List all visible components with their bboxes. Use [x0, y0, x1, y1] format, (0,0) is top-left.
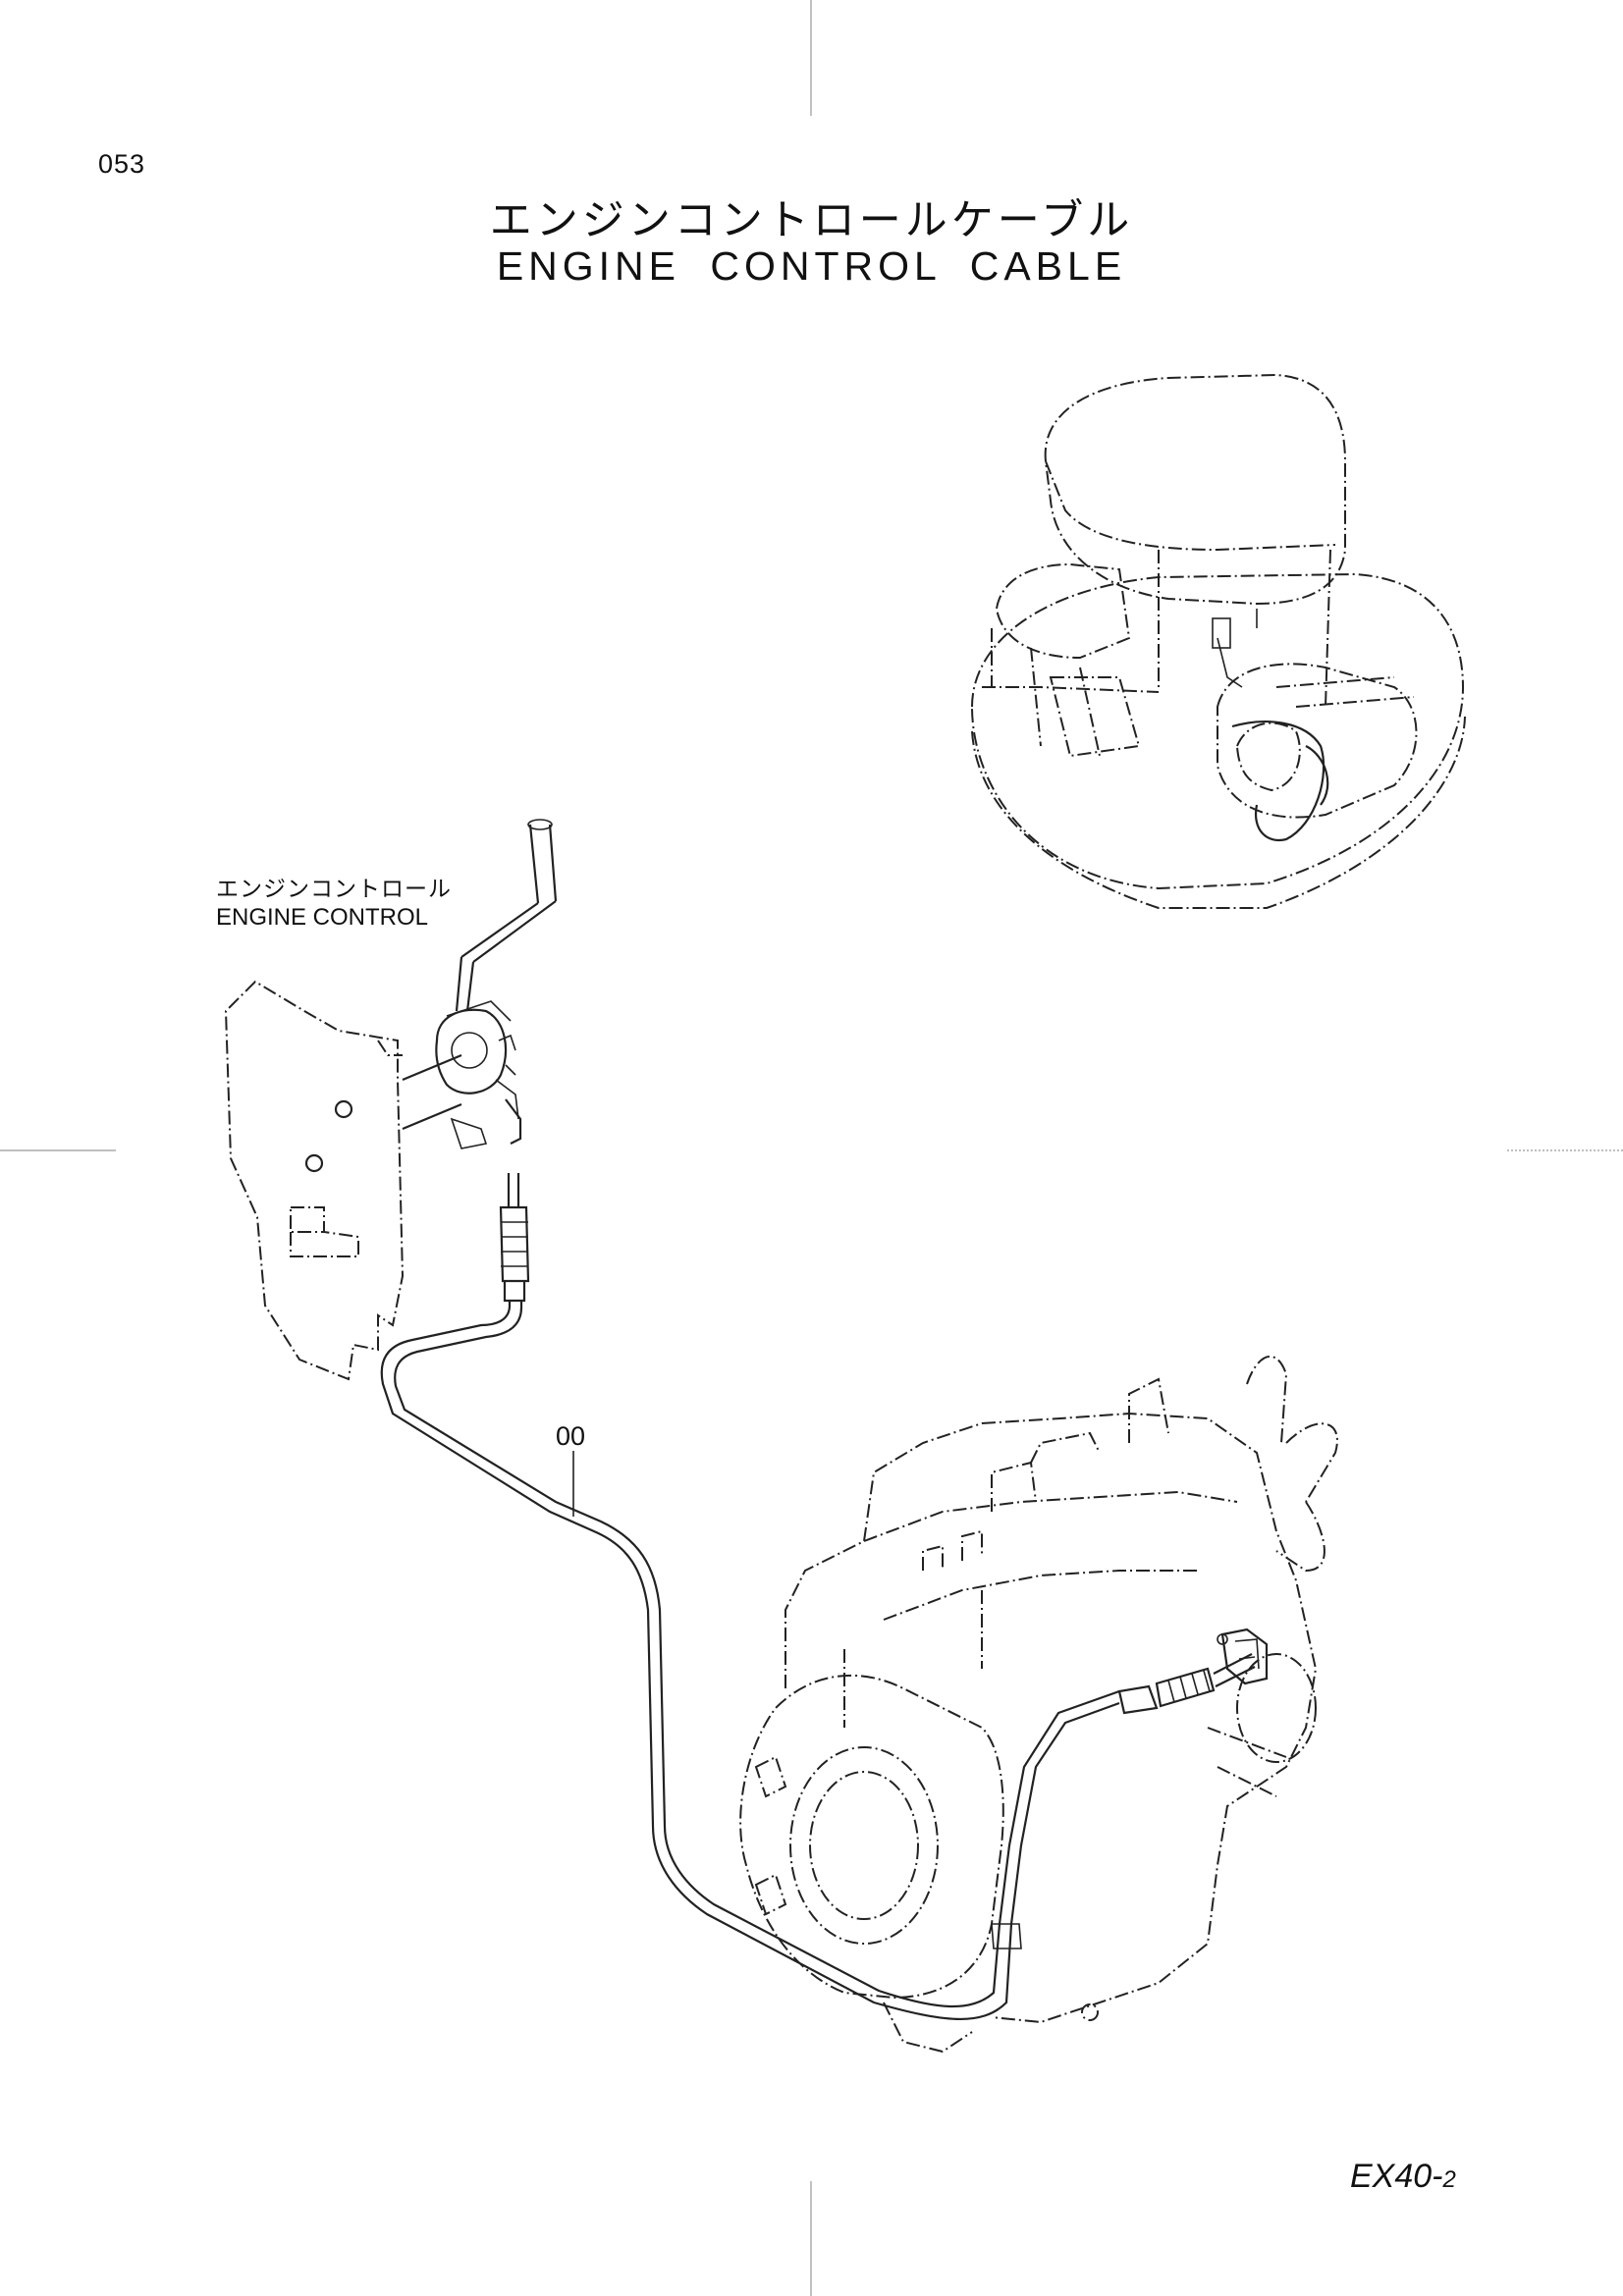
engine-control-cable: [380, 1301, 1256, 2021]
engine-control-label-japanese: エンジンコントロール: [216, 877, 452, 902]
engine-control-label-english: ENGINE CONTROL: [216, 904, 429, 931]
model-code: EX40-2: [1350, 2158, 1456, 2196]
model-code-suffix: 2: [1442, 2166, 1456, 2193]
page-number: 053: [98, 149, 146, 179]
page-title-english: ENGINE CONTROL CABLE: [496, 243, 1127, 289]
model-code-main: EX40-: [1350, 2158, 1443, 2195]
page-title-japanese: エンジンコントロールケーブル: [489, 196, 1134, 245]
excavator-overview-illustration: [970, 373, 1466, 909]
engine-control-bracket-illustration: [224, 819, 558, 1381]
engine-illustration: [739, 1355, 1338, 2054]
part-callout-number: 00: [556, 1421, 586, 1451]
